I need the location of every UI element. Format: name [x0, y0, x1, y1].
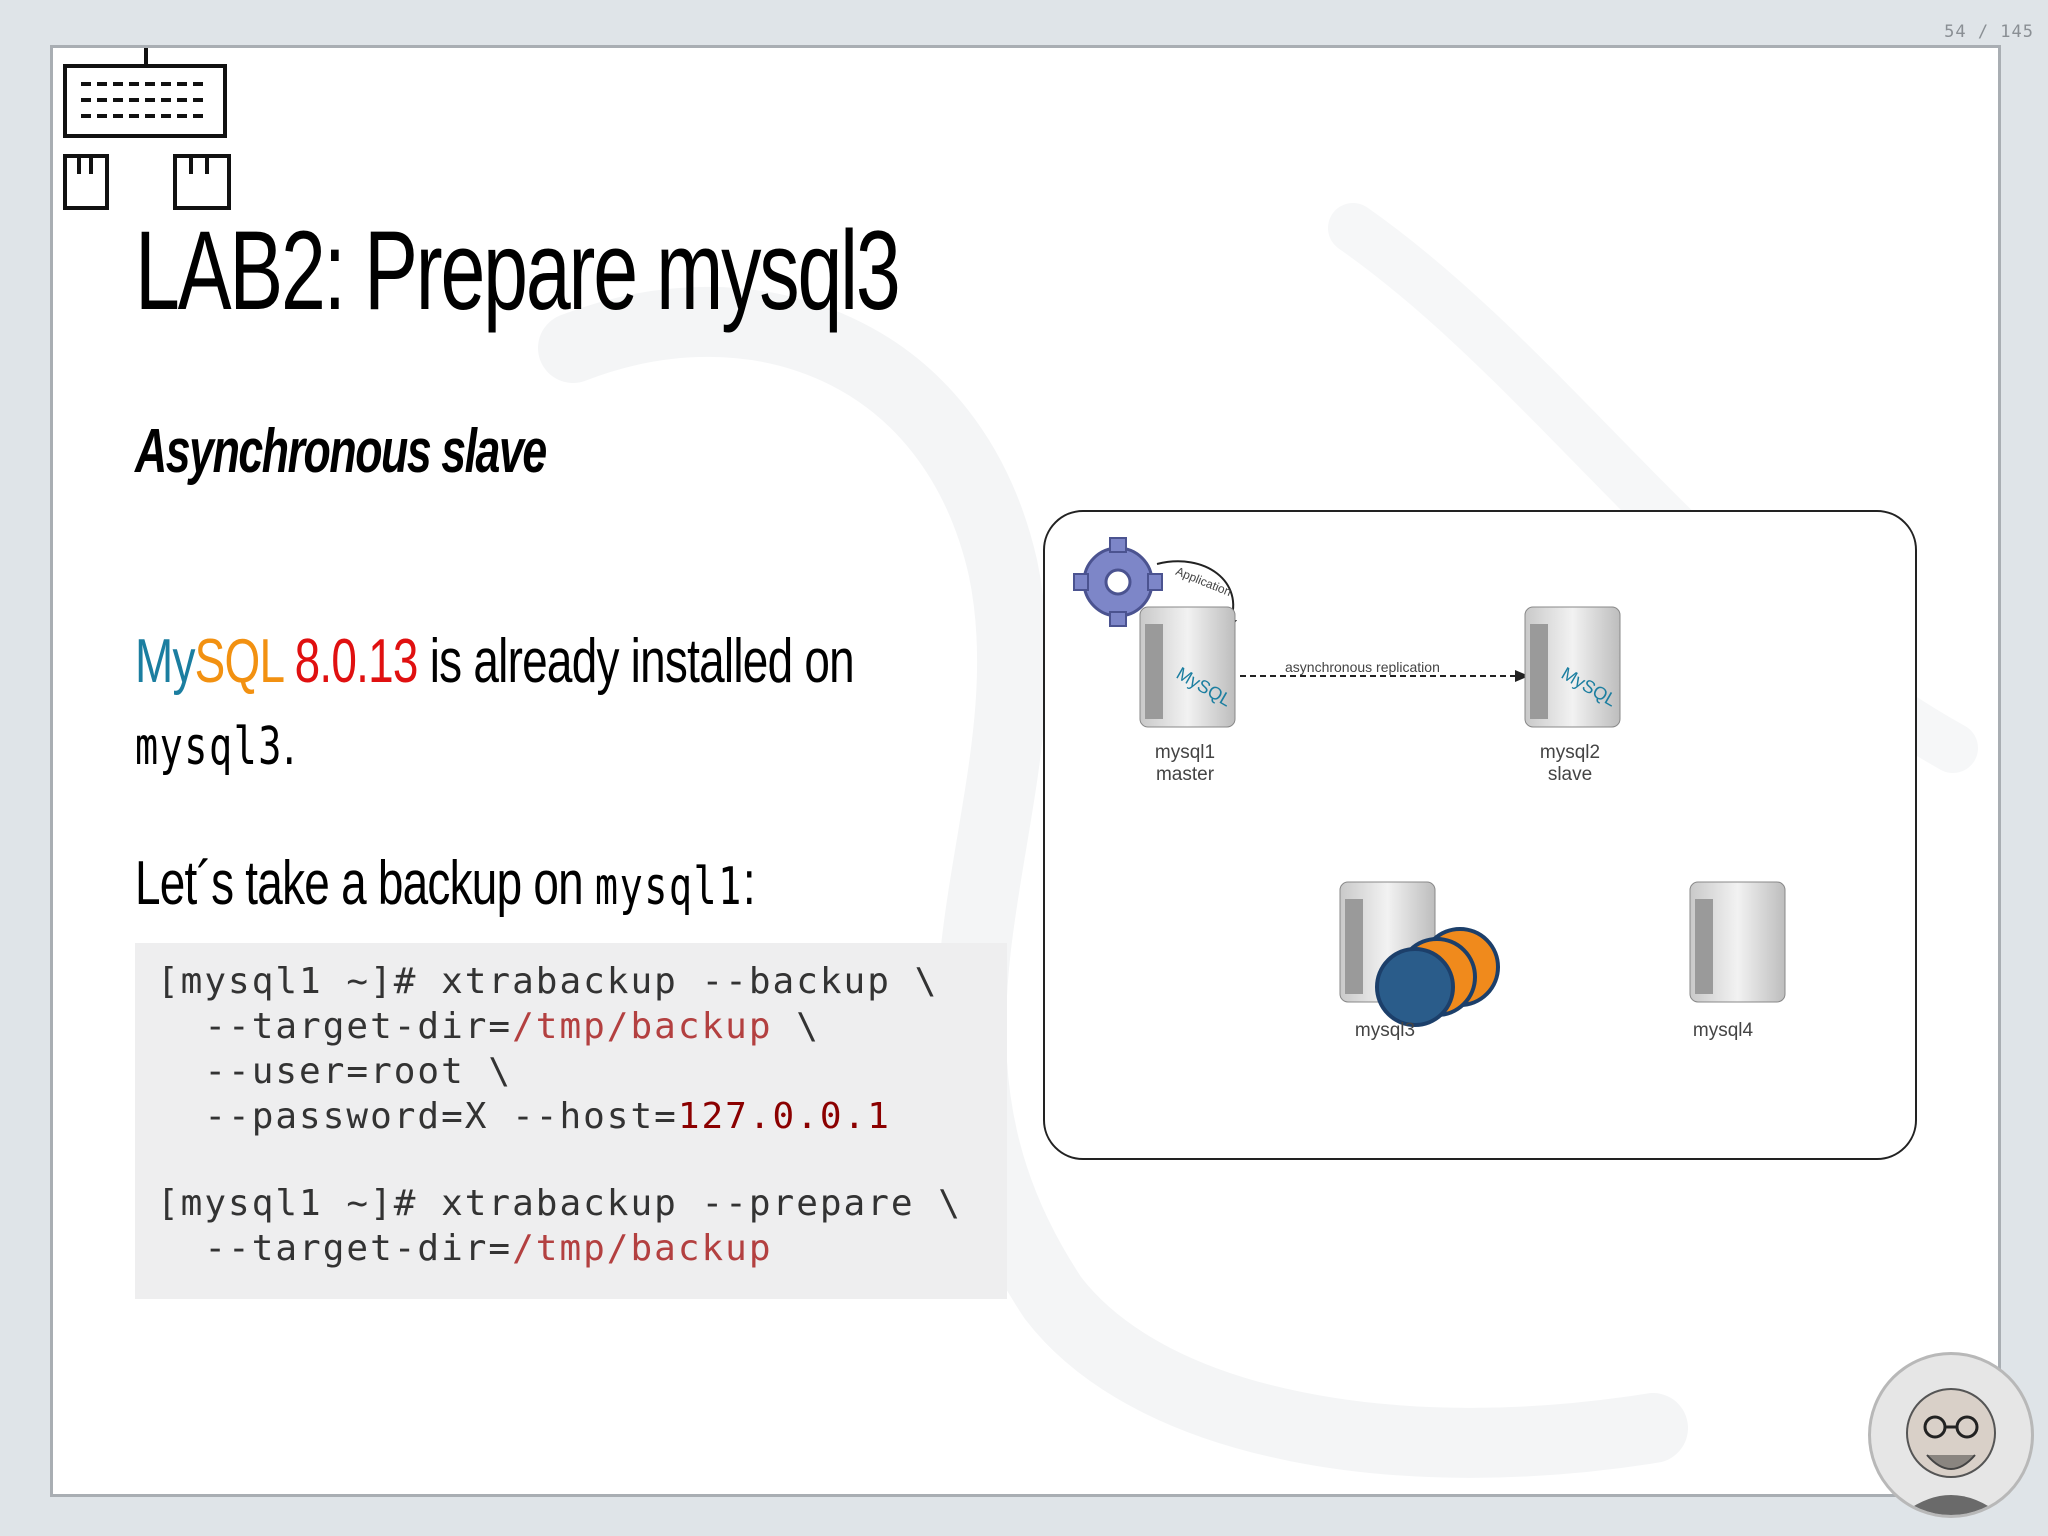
- installed-paragraph: MySQL 8.0.13 is already installed on: [135, 626, 855, 697]
- server-icon: MySQL: [1139, 606, 1236, 728]
- code-ip: 127.0.0.1: [677, 1096, 891, 1137]
- host-mysql1: mysql1: [594, 857, 743, 917]
- server-label-mysql4: mysql4: [1692, 1020, 1754, 1041]
- code-line: --user=root \: [157, 1051, 513, 1092]
- period: .: [282, 709, 296, 778]
- replication-diagram: MySQL MySQL Application asynchronous rep…: [1043, 510, 1917, 1160]
- code-path: /tmp/backup: [512, 1006, 773, 1047]
- code-line: [mysql1 ~]# xtrabackup --prepare \: [157, 1183, 962, 1224]
- gear-icon: [1073, 537, 1163, 627]
- server-icon: [1689, 881, 1786, 1003]
- code-block: [mysql1 ~]# xtrabackup --backup \ --targ…: [135, 943, 1007, 1299]
- replication-label: asynchronous replication: [1285, 659, 1440, 675]
- mysql-version: 8.0.13: [294, 627, 419, 696]
- installed-host-line: mysql3.: [135, 708, 296, 779]
- server-icon: [1339, 881, 1500, 1027]
- code-line: --target-dir=/tmp/backup \: [157, 1006, 820, 1047]
- code-line: [mysql1 ~]# xtrabackup --backup \: [157, 961, 939, 1002]
- code-line: --target-dir=/tmp/backup: [157, 1228, 773, 1269]
- slide-title: LAB2: Prepare mysql3: [135, 208, 901, 333]
- backup-text: Let´s take a backup on: [135, 849, 595, 918]
- server-label-mysql3: mysql3: [1354, 1020, 1416, 1041]
- code-line: --password=X --host=127.0.0.1: [157, 1096, 891, 1137]
- installed-text: is already installed on: [417, 627, 855, 696]
- keyboard-mouse-icon: [63, 48, 231, 210]
- mysql-brand-sql: SQL: [194, 627, 284, 696]
- presenter-avatar: [1868, 1352, 2034, 1518]
- diagram-graphics: MySQL MySQL: [1073, 537, 1786, 1027]
- mysql-brand-my: My: [135, 627, 195, 696]
- colon: :: [742, 849, 756, 918]
- server-icon: MySQL: [1524, 606, 1621, 728]
- slide-subtitle: Asynchronous slave: [135, 417, 547, 486]
- page-counter: 54 / 145: [1944, 22, 2034, 42]
- slide: LAB2: Prepare mysql3 Asynchronous slave …: [50, 45, 2001, 1497]
- backup-paragraph: Let´s take a backup on mysql1:: [135, 848, 756, 919]
- host-mysql3: mysql3: [135, 717, 283, 777]
- code-path: /tmp/backup: [512, 1228, 773, 1269]
